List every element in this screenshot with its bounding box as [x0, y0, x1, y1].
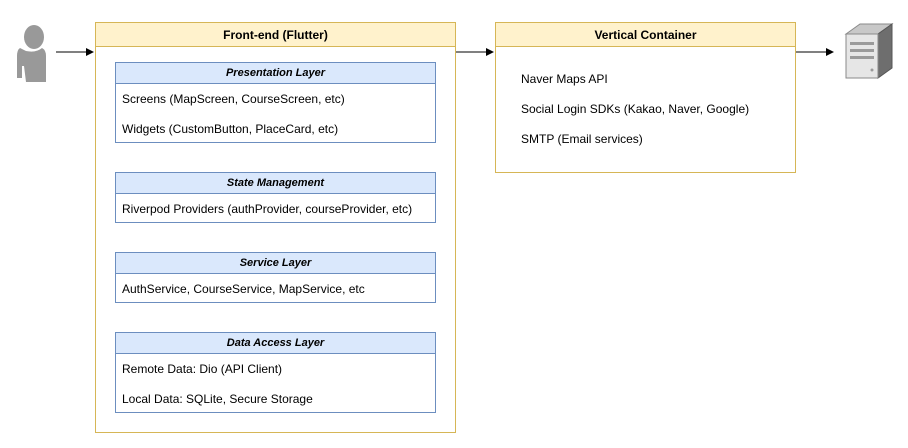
vertical-item-social-login: Social Login SDKs (Kakao, Naver, Google) [521, 102, 750, 116]
data-access-layer-title: Data Access Layer [116, 333, 435, 354]
service-layer: Service Layer AuthService, CourseService… [115, 252, 436, 303]
presentation-item-widgets: Widgets (CustomButton, PlaceCard, etc) [122, 122, 339, 136]
vertical-container: Vertical Container Naver Maps API Social… [495, 22, 796, 173]
service-layer-item-services: AuthService, CourseService, MapService, … [122, 282, 365, 296]
state-management-title: State Management [116, 173, 435, 194]
service-layer-title: Service Layer [116, 253, 435, 274]
frontend-title: Front-end (Flutter) [96, 23, 455, 47]
presentation-layer-title: Presentation Layer [116, 63, 435, 84]
vertical-item-smtp: SMTP (Email services) [521, 132, 643, 146]
presentation-layer: Presentation Layer Screens (MapScreen, C… [115, 62, 436, 143]
state-management-layer: State Management Riverpod Providers (aut… [115, 172, 436, 223]
server-icon [844, 23, 894, 79]
state-management-item-riverpod: Riverpod Providers (authProvider, course… [122, 202, 413, 216]
vertical-item-naver-maps: Naver Maps API [521, 72, 608, 86]
presentation-item-screens: Screens (MapScreen, CourseScreen, etc) [122, 92, 345, 106]
data-access-item-remote: Remote Data: Dio (API Client) [122, 362, 283, 376]
data-access-layer: Data Access Layer Remote Data: Dio (API … [115, 332, 436, 413]
vertical-container-title: Vertical Container [496, 23, 795, 47]
user-icon [17, 25, 46, 82]
data-access-item-local: Local Data: SQLite, Secure Storage [122, 392, 313, 406]
